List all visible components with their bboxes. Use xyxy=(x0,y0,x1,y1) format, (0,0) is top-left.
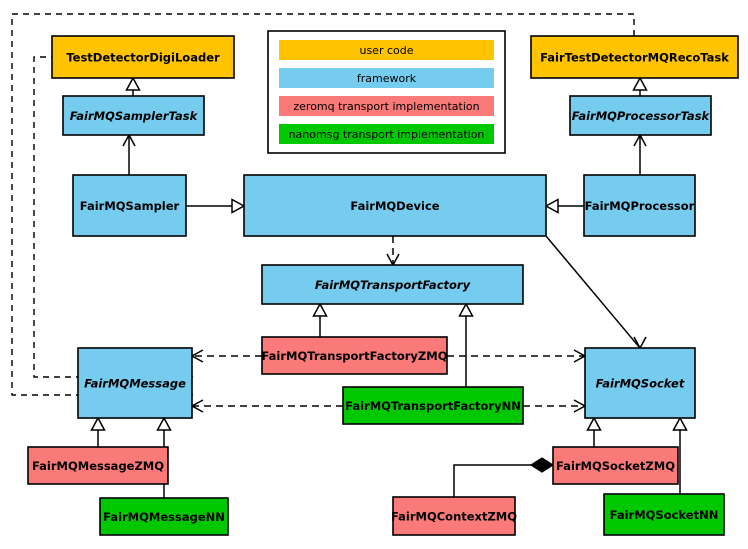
class-box-fairmqmessagenn[interactable] xyxy=(99,497,229,536)
legend-label-3: nanomsg transport implementation xyxy=(289,128,485,141)
class-node-fairmqsocket[interactable]: FairMQSocket xyxy=(584,347,696,419)
class-box-fairmqprocessor[interactable] xyxy=(583,174,696,237)
class-box-fairmqmessage[interactable] xyxy=(77,347,193,419)
class-box-fairmqcontextzmq[interactable] xyxy=(392,496,516,536)
class-label-fairmqsocketzmq: FairMQSocketZMQ xyxy=(556,459,675,473)
class-label-fairmqprocessortask: FairMQProcessorTask xyxy=(572,109,711,123)
class-box-fairmqsamplertask[interactable] xyxy=(62,95,205,136)
class-node-fairmqmessage[interactable]: FairMQMessage xyxy=(77,347,193,419)
edge-device-socket xyxy=(545,235,641,349)
legend-swatch-0 xyxy=(279,40,494,60)
class-box-testdetectordigiloader[interactable] xyxy=(51,35,235,79)
class-box-fairmqsocket[interactable] xyxy=(584,347,696,419)
class-box-fairmqdevice[interactable] xyxy=(243,174,547,237)
legend-swatch-3 xyxy=(279,124,494,144)
class-node-fairmqsocketzmq[interactable]: FairMQSocketZMQ xyxy=(552,446,679,485)
class-box-fairmqsocketzmq[interactable] xyxy=(552,446,679,485)
class-label-fairmqdevice: FairMQDevice xyxy=(350,199,439,213)
class-label-fairtestdetectormqrecotask: FairTestDetectorMQRecoTask xyxy=(540,51,729,65)
class-label-testdetectordigiloader: TestDetectorDigiLoader xyxy=(66,51,220,65)
arrowhead-generalization-device-right xyxy=(544,198,559,214)
class-label-fairmqsocket: FairMQSocket xyxy=(596,377,685,391)
class-node-fairmqprocessor[interactable]: FairMQProcessor xyxy=(583,174,696,237)
class-node-fairmqsocketnn[interactable]: FairMQSocketNN xyxy=(603,493,725,536)
legend-item-3: nanomsg transport implementation xyxy=(279,124,494,144)
class-label-fairmqmessagezmq: FairMQMessageZMQ xyxy=(32,459,164,473)
class-box-fairmqsampler[interactable] xyxy=(72,174,187,237)
arrowhead-generalization-processortask xyxy=(632,76,648,91)
legend-swatch-2 xyxy=(279,96,494,116)
diamond-composition-socketzmq xyxy=(529,457,555,473)
class-label-fairmqtransportfactorynn: FairMQTransportFactoryNN xyxy=(345,399,521,413)
class-label-fairmqmessagenn: FairMQMessageNN xyxy=(103,510,225,524)
class-node-fairtestdetectormqrecotask[interactable]: FairTestDetectorMQRecoTask xyxy=(530,35,739,79)
class-node-fairmqprocessortask[interactable]: FairMQProcessorTask xyxy=(569,95,712,136)
legend-swatch-1 xyxy=(279,68,494,88)
arrowhead-generalization-socketnn xyxy=(672,416,688,431)
class-node-testdetectordigiloader[interactable]: TestDetectorDigiLoader xyxy=(51,35,235,79)
class-label-fairmqmessage: FairMQMessage xyxy=(84,377,186,391)
class-box-fairmqtransportfactorynn[interactable] xyxy=(342,386,524,425)
arrowhead-generalization-device-left xyxy=(231,198,246,214)
class-node-fairmqdevice[interactable]: FairMQDevice xyxy=(243,174,547,237)
class-node-fairmqmessagezmq[interactable]: FairMQMessageZMQ xyxy=(27,446,169,485)
class-label-fairmqsampler: FairMQSampler xyxy=(80,199,180,213)
legend-item-2: zeromq transport implementation xyxy=(279,96,494,116)
class-box-fairmqtransportfactoryzmq[interactable] xyxy=(261,336,448,375)
legend-layer: user code framework zeromq transport imple… xyxy=(267,30,506,154)
class-box-fairtestdetectormqrecotask[interactable] xyxy=(530,35,739,79)
arrowhead-generalization-messagenn xyxy=(156,416,172,431)
class-label-fairmqsocketnn: FairMQSocketNN xyxy=(610,508,719,522)
edge-contextzmq-socketzmq xyxy=(453,464,542,497)
legend-item-0: user code xyxy=(279,40,494,60)
class-box-fairmqsocketnn[interactable] xyxy=(603,493,725,536)
class-node-fairmqtransportfactorynn[interactable]: FairMQTransportFactoryNN xyxy=(342,386,524,425)
class-box-fairmqtransportfactory[interactable] xyxy=(261,264,524,305)
node-layer: TestDetectorDigiLoader FairTestDetectorMQ… xyxy=(27,35,739,536)
class-node-fairmqtransportfactoryzmq[interactable]: FairMQTransportFactoryZMQ xyxy=(261,336,448,375)
legend-label-2: zeromq transport implementation xyxy=(293,100,479,113)
class-label-fairmqtransportfactory: FairMQTransportFactory xyxy=(315,278,471,292)
arrowhead-generalization-samplertask xyxy=(125,76,141,91)
class-label-fairmqsamplertask: FairMQSamplerTask xyxy=(70,109,199,123)
class-node-fairmqsamplertask[interactable]: FairMQSamplerTask xyxy=(62,95,205,136)
legend-label-0: user code xyxy=(359,44,413,57)
edge-recotask-to-message xyxy=(11,13,635,396)
legend-item-1: framework xyxy=(279,68,494,88)
arrowhead-generalization-socketzmq xyxy=(586,416,602,431)
class-label-fairmqtransportfactoryzmq: FairMQTransportFactoryZMQ xyxy=(261,349,447,363)
class-node-fairmqmessagenn[interactable]: FairMQMessageNN xyxy=(99,497,229,536)
class-label-fairmqcontextzmq: FairMQContextZMQ xyxy=(391,510,517,524)
arrowhead-generalization-messagezmq xyxy=(90,416,106,431)
class-node-fairmqsampler[interactable]: FairMQSampler xyxy=(72,174,187,237)
class-box-fairmqmessagezmq[interactable] xyxy=(27,446,169,485)
class-label-fairmqprocessor: FairMQProcessor xyxy=(585,199,695,213)
arrowhead-generalization-factorynn xyxy=(458,302,474,317)
class-node-fairmqcontextzmq[interactable]: FairMQContextZMQ xyxy=(391,496,517,536)
legend-label-1: framework xyxy=(357,72,417,85)
arrowhead-generalization-factoryzmq xyxy=(312,302,328,317)
class-node-fairmqtransportfactory[interactable]: FairMQTransportFactory xyxy=(261,264,524,305)
class-box-fairmqprocessortask[interactable] xyxy=(569,95,712,136)
